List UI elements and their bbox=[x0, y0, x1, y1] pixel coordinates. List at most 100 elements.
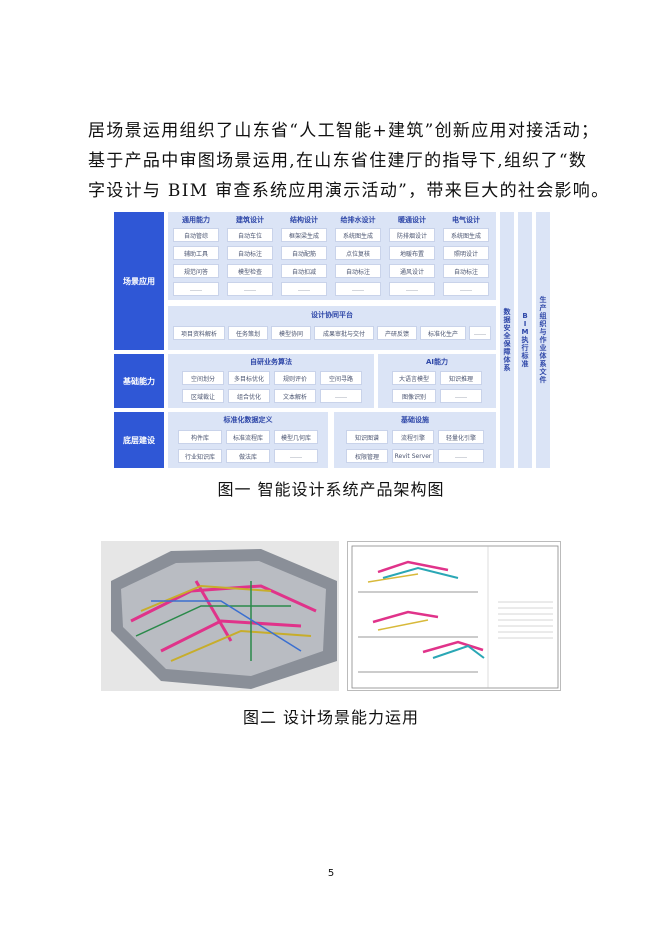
side-column-char: 件 bbox=[539, 376, 547, 384]
row-label-bottom: 底层建设 bbox=[114, 412, 164, 468]
column-item: 模型检查 bbox=[227, 264, 273, 278]
side-column-char: 生 bbox=[539, 296, 547, 304]
side-column-char: 业 bbox=[539, 344, 547, 352]
paragraph-line: 基于产品中审图场景运用,在山东省住建厅的指导下,组织了“数 bbox=[88, 151, 588, 171]
side-column-char: 执 bbox=[521, 336, 529, 344]
col-structure: 结构设计 框架梁生成 自动配筋 自动扣减 …… bbox=[278, 212, 330, 300]
algorithm-item: 文本解析 bbox=[274, 389, 316, 403]
std-data-item: …… bbox=[274, 449, 318, 463]
figure2-caption: 图二 设计场景能力运用 bbox=[242, 708, 420, 727]
column-item: 地暖布置 bbox=[389, 246, 435, 260]
column-item: …… bbox=[173, 282, 219, 296]
column-item: 自动标注 bbox=[227, 246, 273, 260]
platform-item: 产研反馈 bbox=[377, 326, 417, 340]
column-title: 暖通设计 bbox=[398, 216, 426, 224]
side-column-char: 系 bbox=[539, 360, 547, 368]
platform-item: 成果审批与交付 bbox=[314, 326, 374, 340]
column-item: 自动标注 bbox=[335, 264, 381, 278]
algorithms-panel: 自研业务算法 空间划分 多目标优化 规则评价 空间寻路 区域裁让 组合优化 文本… bbox=[168, 354, 374, 408]
bim-3d-model-graphic bbox=[101, 541, 339, 691]
platform-item: …… bbox=[469, 326, 491, 340]
column-item: 自动管综 bbox=[173, 228, 219, 242]
figure1-caption: 图一 智能设计系统产品架构图 bbox=[217, 480, 445, 499]
side-column-char: 保 bbox=[503, 340, 511, 348]
column-title: 建筑设计 bbox=[236, 216, 264, 224]
side-column-char: 标 bbox=[521, 352, 529, 360]
column-title: 电气设计 bbox=[452, 216, 480, 224]
side-column-char: 组 bbox=[539, 312, 547, 320]
column-item: 自动扣减 bbox=[281, 264, 327, 278]
algorithm-item: 空间划分 bbox=[182, 371, 224, 385]
column-item: 点位复核 bbox=[335, 246, 381, 260]
column-item: 辅助工具 bbox=[173, 246, 219, 260]
infra-item: 权限管理 bbox=[346, 449, 388, 463]
column-item: …… bbox=[227, 282, 273, 296]
side-column-char: 与 bbox=[539, 328, 547, 336]
page-number: 5 bbox=[327, 868, 335, 879]
platform-item: 模型协同 bbox=[271, 326, 311, 340]
side-column-char: M bbox=[521, 328, 529, 336]
column-title: 结构设计 bbox=[290, 216, 318, 224]
std-data-item: 行业知识库 bbox=[178, 449, 222, 463]
infra-item: …… bbox=[438, 449, 484, 463]
ai-item: 大语言模型 bbox=[392, 371, 436, 385]
bim-drawing-graphic bbox=[351, 545, 559, 689]
side-column-char: B bbox=[522, 312, 528, 320]
ai-title: AI能力 bbox=[425, 358, 449, 366]
infra-item: 流程引擎 bbox=[392, 430, 434, 444]
ai-item: 图像识别 bbox=[392, 389, 436, 403]
std-data-item: 做法库 bbox=[226, 449, 270, 463]
std-data-title: 标准化数据定义 bbox=[223, 416, 273, 424]
ai-item: …… bbox=[440, 389, 482, 403]
side-column-char: 体 bbox=[503, 356, 511, 364]
algorithm-item: 区域裁让 bbox=[182, 389, 224, 403]
side-column-char: 安 bbox=[503, 324, 511, 332]
std-data-item: 构件库 bbox=[178, 430, 222, 444]
side-column-production-system: 生产组织与作业体系文件 bbox=[536, 212, 550, 468]
column-title: 给排水设计 bbox=[340, 216, 376, 224]
ai-panel: AI能力 大语言模型 知识推理 图像识别 …… bbox=[378, 354, 496, 408]
side-column-char: 障 bbox=[503, 348, 511, 356]
side-column-char: 体 bbox=[539, 352, 547, 360]
algorithm-item: …… bbox=[320, 389, 362, 403]
algorithms-title: 自研业务算法 bbox=[250, 358, 292, 366]
side-column-char: 系 bbox=[503, 364, 511, 372]
side-column-char: 全 bbox=[503, 332, 511, 340]
platform-panel: 设计协同平台 项目资料解析 任务策划 模型协同 成果审批与交付 产研反馈 标准化… bbox=[168, 306, 496, 350]
bim-3d-model-image bbox=[101, 541, 339, 691]
row-label-base: 基础能力 bbox=[114, 354, 164, 408]
infra-item: 轻量化引擎 bbox=[438, 430, 484, 444]
side-column-char: 织 bbox=[539, 320, 547, 328]
col-general: 通用能力 自动管综 辅助工具 规范问答 …… bbox=[170, 212, 222, 300]
ai-item: 知识推理 bbox=[440, 371, 482, 385]
std-data-item: 模型几何库 bbox=[274, 430, 318, 444]
infra-item: 知识图谱 bbox=[346, 430, 388, 444]
std-data-item: 标准流程库 bbox=[226, 430, 270, 444]
column-item: 照明设计 bbox=[443, 246, 489, 260]
column-title: 通用能力 bbox=[182, 216, 210, 224]
side-column-char: 数 bbox=[503, 308, 511, 316]
row-label-scene: 场景应用 bbox=[114, 212, 164, 350]
architecture-diagram: 场景应用 基础能力 底层建设 通用能力 自动管综 辅助工具 规范问答 …… 建筑… bbox=[114, 212, 554, 468]
col-hvac: 暖通设计 防排烟设计 地暖布置 通风设计 …… bbox=[386, 212, 438, 300]
column-item: 系统图生成 bbox=[335, 228, 381, 242]
side-column-data-security: 数据安全保障体系 bbox=[500, 212, 514, 468]
algorithm-item: 规则评价 bbox=[274, 371, 316, 385]
column-item: 框架梁生成 bbox=[281, 228, 327, 242]
side-column-char: 产 bbox=[539, 304, 547, 312]
body-paragraph: 居场景运用组织了山东省“人工智能+建筑”创新应用对接活动； 基于产品中审图场景运… bbox=[88, 116, 610, 206]
side-column-char: 准 bbox=[521, 360, 529, 368]
std-data-panel: 标准化数据定义 构件库 标准流程库 模型几何库 行业知识库 做法库 …… bbox=[168, 412, 328, 468]
platform-title: 设计协同平台 bbox=[311, 311, 353, 319]
side-column-char: 据 bbox=[503, 316, 511, 324]
paragraph-line: 居场景运用组织了山东省“人工智能+建筑”创新应用对接活动； bbox=[88, 121, 600, 141]
bim-drawing-sheet-image bbox=[347, 541, 561, 691]
platform-item: 任务策划 bbox=[228, 326, 268, 340]
column-item: 通风设计 bbox=[389, 264, 435, 278]
side-column-char: 作 bbox=[539, 336, 547, 344]
paragraph-line: 字设计与 BIM 审查系统应用演示活动”，带来巨大的社会影响。 bbox=[88, 181, 610, 201]
platform-item: 项目资料解析 bbox=[173, 326, 225, 340]
column-item: …… bbox=[281, 282, 327, 296]
platform-item: 标准化生产 bbox=[420, 326, 466, 340]
